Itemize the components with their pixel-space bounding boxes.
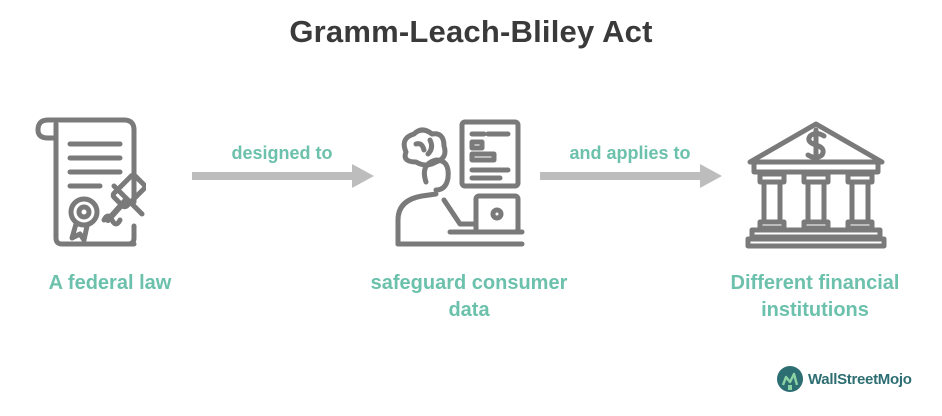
brand-watermark: WallStreetMojo bbox=[776, 364, 912, 394]
arrow-connector-1 bbox=[192, 164, 374, 193]
node-label-institutions-line2: institutions bbox=[761, 299, 869, 321]
legal-document-gavel-icon bbox=[34, 114, 146, 250]
node-label-consumer-data: safeguard consumer data bbox=[344, 270, 594, 324]
brand-name: WallStreetMojo bbox=[808, 370, 912, 388]
connector-label-designed-to: designed to bbox=[231, 143, 333, 163]
brand-logo-icon bbox=[777, 366, 803, 392]
person-laptop-data-icon bbox=[392, 118, 528, 248]
node-label-consumer-line1: safeguard consumer bbox=[370, 272, 568, 294]
arrow-connector-2 bbox=[540, 164, 722, 193]
bank-building-dollar-icon bbox=[744, 118, 888, 250]
node-label-consumer-line2: data bbox=[448, 299, 490, 321]
diagram-title: Gramm-Leach-Bliley Act bbox=[289, 14, 653, 49]
node-label-institutions-line1: Different financial bbox=[730, 272, 900, 294]
node-label-federal-law-text: A federal law bbox=[48, 272, 172, 294]
node-label-financial-institutions: Different financial institutions bbox=[690, 270, 940, 324]
connector-label-applies-to: and applies to bbox=[569, 143, 691, 163]
node-label-federal-law: A federal law bbox=[10, 270, 210, 297]
